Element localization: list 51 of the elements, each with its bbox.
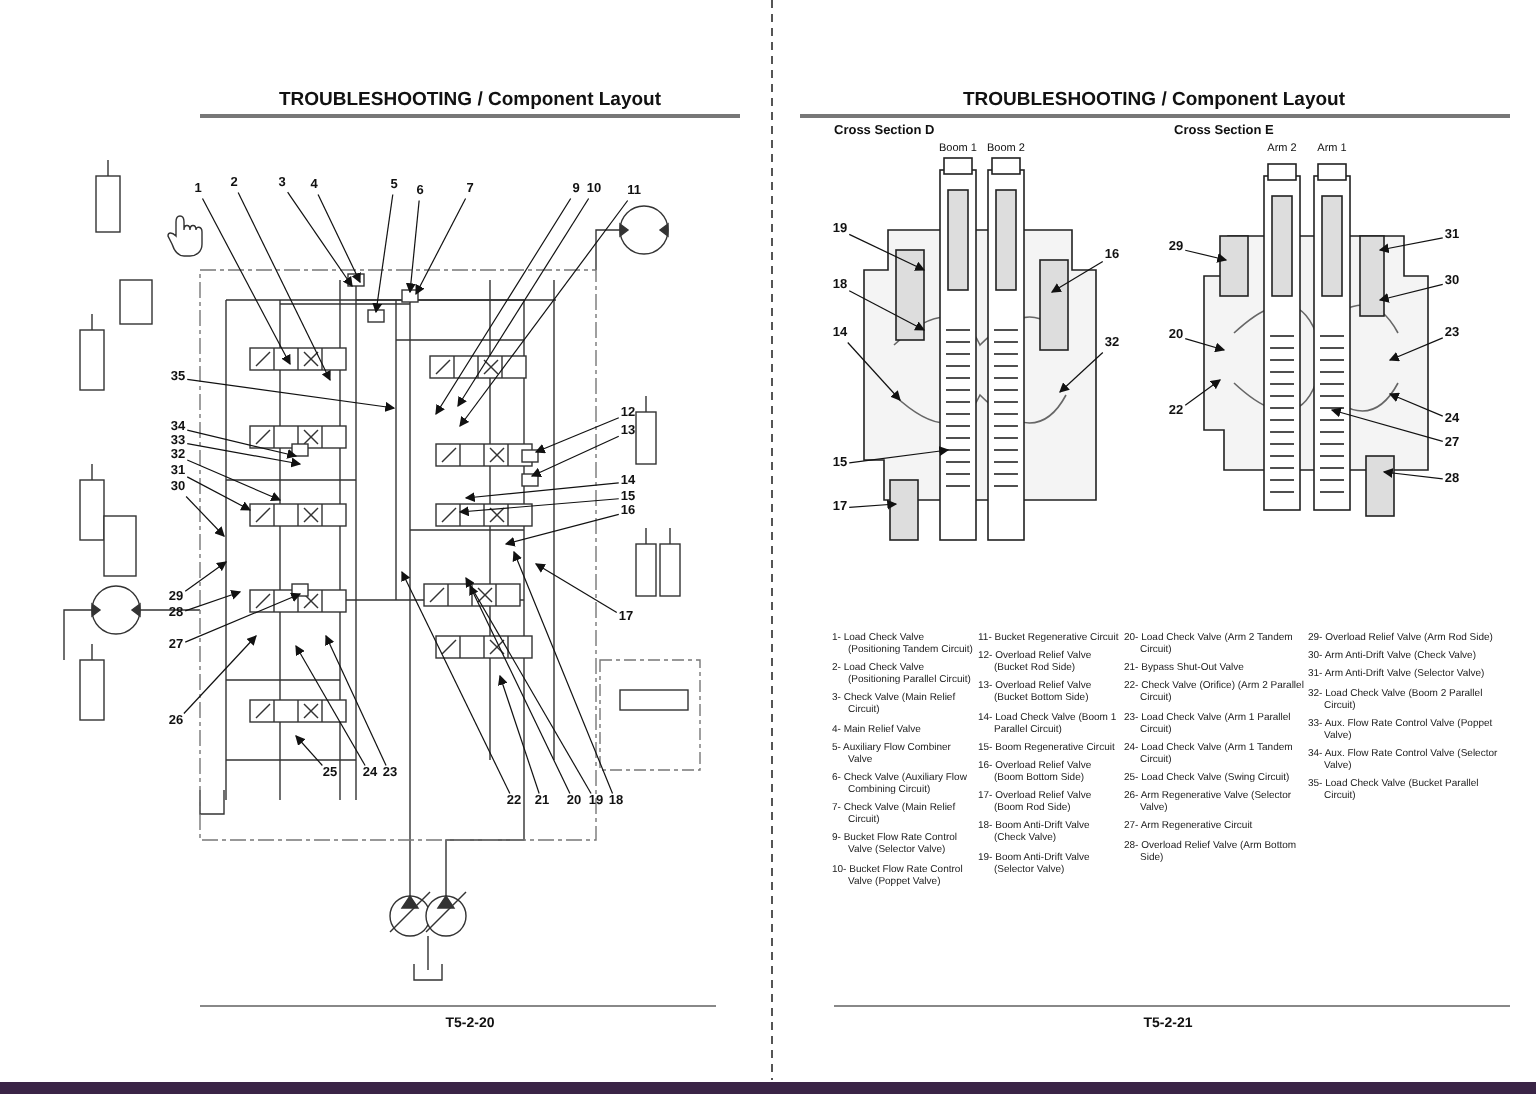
leader-line — [186, 378, 396, 412]
leader-line — [186, 429, 298, 459]
leader-line — [295, 644, 366, 767]
leader-line — [465, 576, 592, 795]
leader-line — [504, 513, 620, 547]
leader-line — [201, 197, 291, 366]
leader-line — [469, 584, 571, 795]
leader-line — [498, 674, 540, 795]
leader-line — [317, 193, 361, 284]
leader-line — [1388, 337, 1444, 362]
leader-line — [848, 446, 950, 464]
leader-line — [287, 191, 353, 288]
leader-line — [325, 634, 387, 767]
leader-line — [534, 563, 618, 614]
leader-line — [848, 233, 926, 271]
leader-line — [435, 197, 572, 416]
leader-line — [1184, 249, 1228, 263]
page-title: TROUBLESHOOTING / Component Layout — [278, 90, 662, 110]
leader-line — [405, 199, 420, 294]
leader-line — [848, 499, 898, 510]
leader-line — [184, 590, 242, 612]
leader-line — [1378, 237, 1444, 254]
leader-line — [1184, 379, 1221, 406]
leader-line — [185, 495, 225, 537]
leader-line — [1382, 468, 1444, 480]
page-title: TROUBLESHOOTING / Component Layout — [962, 90, 1346, 110]
leader-line — [1059, 351, 1104, 393]
leader-line — [237, 191, 331, 382]
leader-line — [184, 561, 227, 592]
leader-line — [848, 290, 926, 331]
leader-line — [415, 197, 467, 296]
leader-line — [457, 197, 590, 408]
leader-line — [512, 550, 614, 795]
leader-line — [186, 459, 282, 502]
leader-line — [186, 476, 252, 511]
leader-line — [1184, 338, 1226, 353]
leader-line — [1050, 260, 1104, 293]
leader-line — [186, 443, 302, 468]
leader-line — [372, 193, 394, 314]
leader-line — [184, 592, 302, 643]
leader-line — [401, 570, 511, 795]
leader-line — [1330, 407, 1444, 442]
leader-line — [295, 735, 323, 767]
leader-line — [464, 482, 620, 503]
leader-line — [530, 435, 620, 477]
leader-line — [459, 199, 629, 427]
leader-line — [847, 341, 901, 401]
leader-line — [534, 417, 620, 454]
leader-line — [1388, 392, 1444, 417]
leader-line — [183, 635, 257, 715]
leader-line — [458, 498, 620, 517]
